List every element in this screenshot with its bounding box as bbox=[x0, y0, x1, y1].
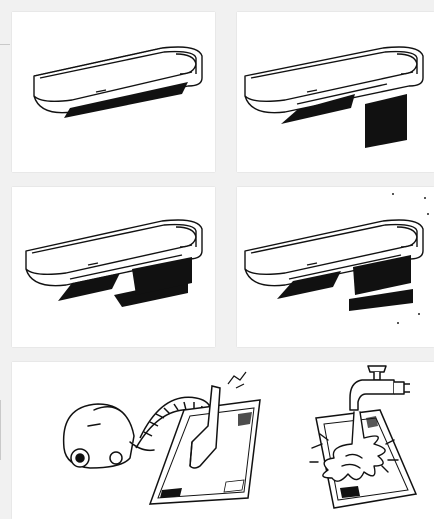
figure-panel-step-4 bbox=[237, 187, 434, 347]
dust-speck bbox=[424, 197, 426, 199]
dust-speck bbox=[397, 322, 399, 324]
dust-speck bbox=[392, 193, 394, 195]
dust-speck bbox=[427, 213, 429, 215]
figure-panel-step-5 bbox=[12, 362, 434, 519]
page-edge-line bbox=[0, 44, 10, 45]
filter-cleaning-illustration bbox=[12, 362, 434, 519]
page-edge-line bbox=[0, 400, 1, 460]
dust-speck bbox=[418, 313, 420, 315]
figure-panel-step-3 bbox=[12, 187, 215, 347]
air-conditioner-icon bbox=[12, 12, 215, 172]
air-conditioner-icon bbox=[237, 12, 434, 172]
figure-panel-step-2 bbox=[237, 12, 434, 172]
air-conditioner-icon bbox=[237, 187, 434, 347]
figure-panel-step-1 bbox=[12, 12, 215, 172]
water-tap-icon bbox=[350, 366, 410, 410]
air-conditioner-icon bbox=[12, 187, 215, 347]
